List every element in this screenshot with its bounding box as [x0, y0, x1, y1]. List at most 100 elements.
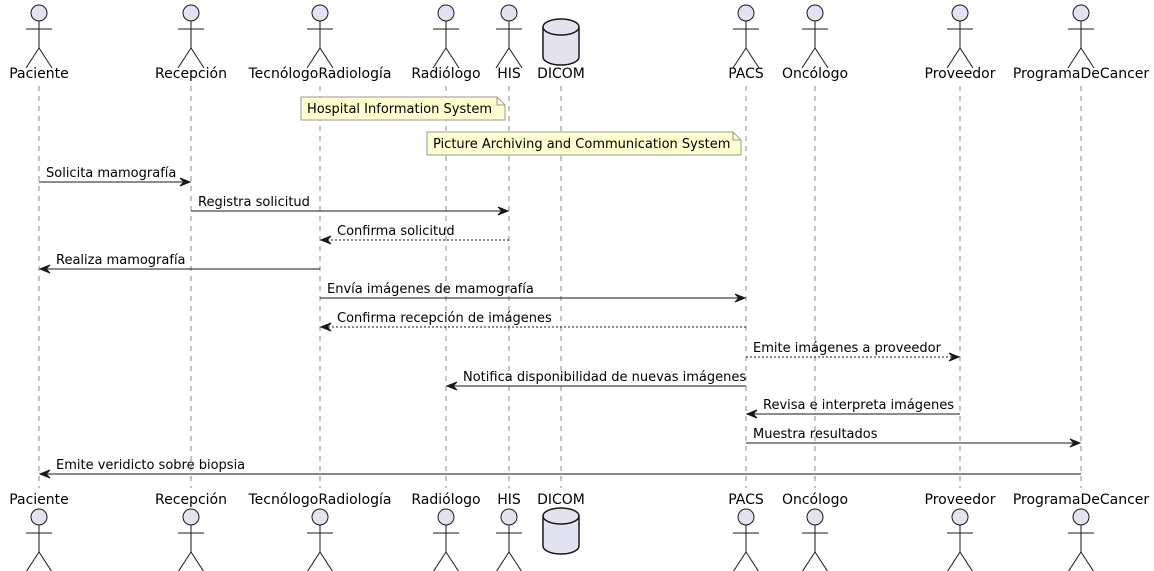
arrow-head — [497, 206, 510, 216]
arrow-head — [1069, 438, 1082, 448]
actor-head — [500, 508, 518, 526]
message: Confirma solicitud — [319, 224, 509, 245]
actor-legs — [733, 551, 759, 571]
arrow-head — [734, 293, 747, 303]
database-body — [542, 18, 580, 66]
arrow-head — [445, 381, 458, 391]
actor-legs — [496, 551, 522, 571]
actor-legs — [801, 47, 829, 69]
participant-label-bottom: DICOM — [537, 492, 585, 508]
actor-legs — [802, 551, 828, 571]
message-label: Emite veridicto sobre biopsia — [56, 458, 245, 473]
participant-label-bottom: Recepción — [155, 492, 227, 508]
actor-head — [182, 4, 200, 22]
actor-icon — [177, 4, 205, 69]
arrow-head — [38, 469, 51, 479]
actor-head — [311, 508, 329, 526]
actor-head — [951, 4, 969, 22]
actor-icon — [433, 508, 459, 571]
message-label: Revisa e interpreta imágenes — [763, 398, 954, 413]
participant-label-bottom: ProgramaDeCancer — [1013, 492, 1150, 508]
note-fold — [496, 97, 505, 106]
message-label: Solicita mamografía — [46, 166, 176, 181]
actor-icon — [801, 4, 829, 69]
actor-head — [806, 4, 824, 22]
actor-icon — [802, 508, 828, 571]
participant-label-bottom: Paciente — [9, 492, 69, 508]
actor-head — [737, 508, 755, 526]
actor-icon — [496, 508, 522, 571]
database-rim — [542, 26, 580, 36]
actor-head — [737, 4, 755, 22]
actor-head — [311, 4, 329, 22]
actor-legs — [495, 47, 523, 69]
actor-head — [500, 4, 518, 22]
participant-label-top: ProgramaDeCancer — [1013, 66, 1150, 82]
actor-legs — [1067, 47, 1095, 69]
message-label: Confirma recepción de imágenes — [337, 311, 552, 326]
participant-label-top: Oncólogo — [782, 66, 848, 82]
note: Picture Archiving and Communication Syst… — [426, 131, 742, 156]
arrow-head — [38, 264, 51, 274]
actor-head — [437, 4, 455, 22]
actor-legs — [25, 47, 53, 69]
actor-icon — [178, 508, 204, 571]
message: Solicita mamografía — [39, 166, 192, 187]
message: Revisa e interpreta imágenes — [745, 398, 960, 419]
actor-icon — [1068, 508, 1094, 571]
database-icon — [542, 507, 580, 555]
actor-icon — [1067, 4, 1095, 69]
actor-legs — [178, 551, 204, 571]
arrow-head — [745, 409, 758, 419]
message-label: Confirma solicitud — [337, 224, 455, 239]
message-label: Notifica disponibilidad de nuevas imágen… — [463, 370, 746, 385]
message-label: Realiza mamografía — [56, 253, 186, 268]
participant-label-top: Paciente — [9, 66, 69, 82]
actor-legs — [433, 551, 459, 571]
actor-icon — [432, 4, 460, 69]
arrow-head — [319, 235, 332, 245]
message-label: Emite imágenes a proveedor — [753, 341, 942, 356]
participant-label-bottom: HIS — [497, 492, 521, 508]
message: Realiza mamografía — [38, 253, 320, 274]
message: Envía imágenes de mamografía — [320, 282, 747, 303]
note-box — [426, 131, 742, 156]
actor-icon — [26, 508, 52, 571]
arrow-head — [319, 322, 332, 332]
actor-legs — [26, 551, 52, 571]
participant-label-bottom: Oncólogo — [782, 492, 848, 508]
actor-legs — [177, 47, 205, 69]
participant-label-bottom: Proveedor — [925, 492, 996, 508]
database-rim — [542, 515, 580, 525]
database-body — [542, 507, 580, 555]
actor-legs — [432, 47, 460, 69]
note: Hospital Information System — [300, 96, 506, 121]
actor-head — [1072, 4, 1090, 22]
actor-legs — [1068, 551, 1094, 571]
actor-legs — [946, 47, 974, 69]
participant-label-top: HIS — [497, 66, 521, 82]
actor-head — [1072, 508, 1090, 526]
note-text: Hospital Information System — [307, 102, 492, 117]
actor-head — [182, 508, 200, 526]
actor-legs — [947, 551, 973, 571]
arrow-head — [948, 352, 961, 362]
note-fold — [732, 132, 741, 141]
note-box — [300, 96, 506, 121]
participant-label-bottom: TecnólogoRadiología — [248, 492, 392, 508]
actor-icon — [306, 4, 334, 69]
actor-head — [806, 508, 824, 526]
participant-label-bottom: PACS — [728, 492, 764, 508]
actor-icon — [946, 4, 974, 69]
participant-label-top: DICOM — [537, 66, 585, 82]
actor-icon — [307, 508, 333, 571]
message: Emite imágenes a proveedor — [746, 341, 961, 362]
arrow-head — [179, 177, 192, 187]
message: Confirma recepción de imágenes — [319, 311, 746, 332]
participant-label-top: PACS — [728, 66, 764, 82]
actor-icon — [733, 508, 759, 571]
participant-label-top: Proveedor — [925, 66, 996, 82]
message: Registra solicitud — [191, 195, 510, 216]
actor-icon — [732, 4, 760, 69]
